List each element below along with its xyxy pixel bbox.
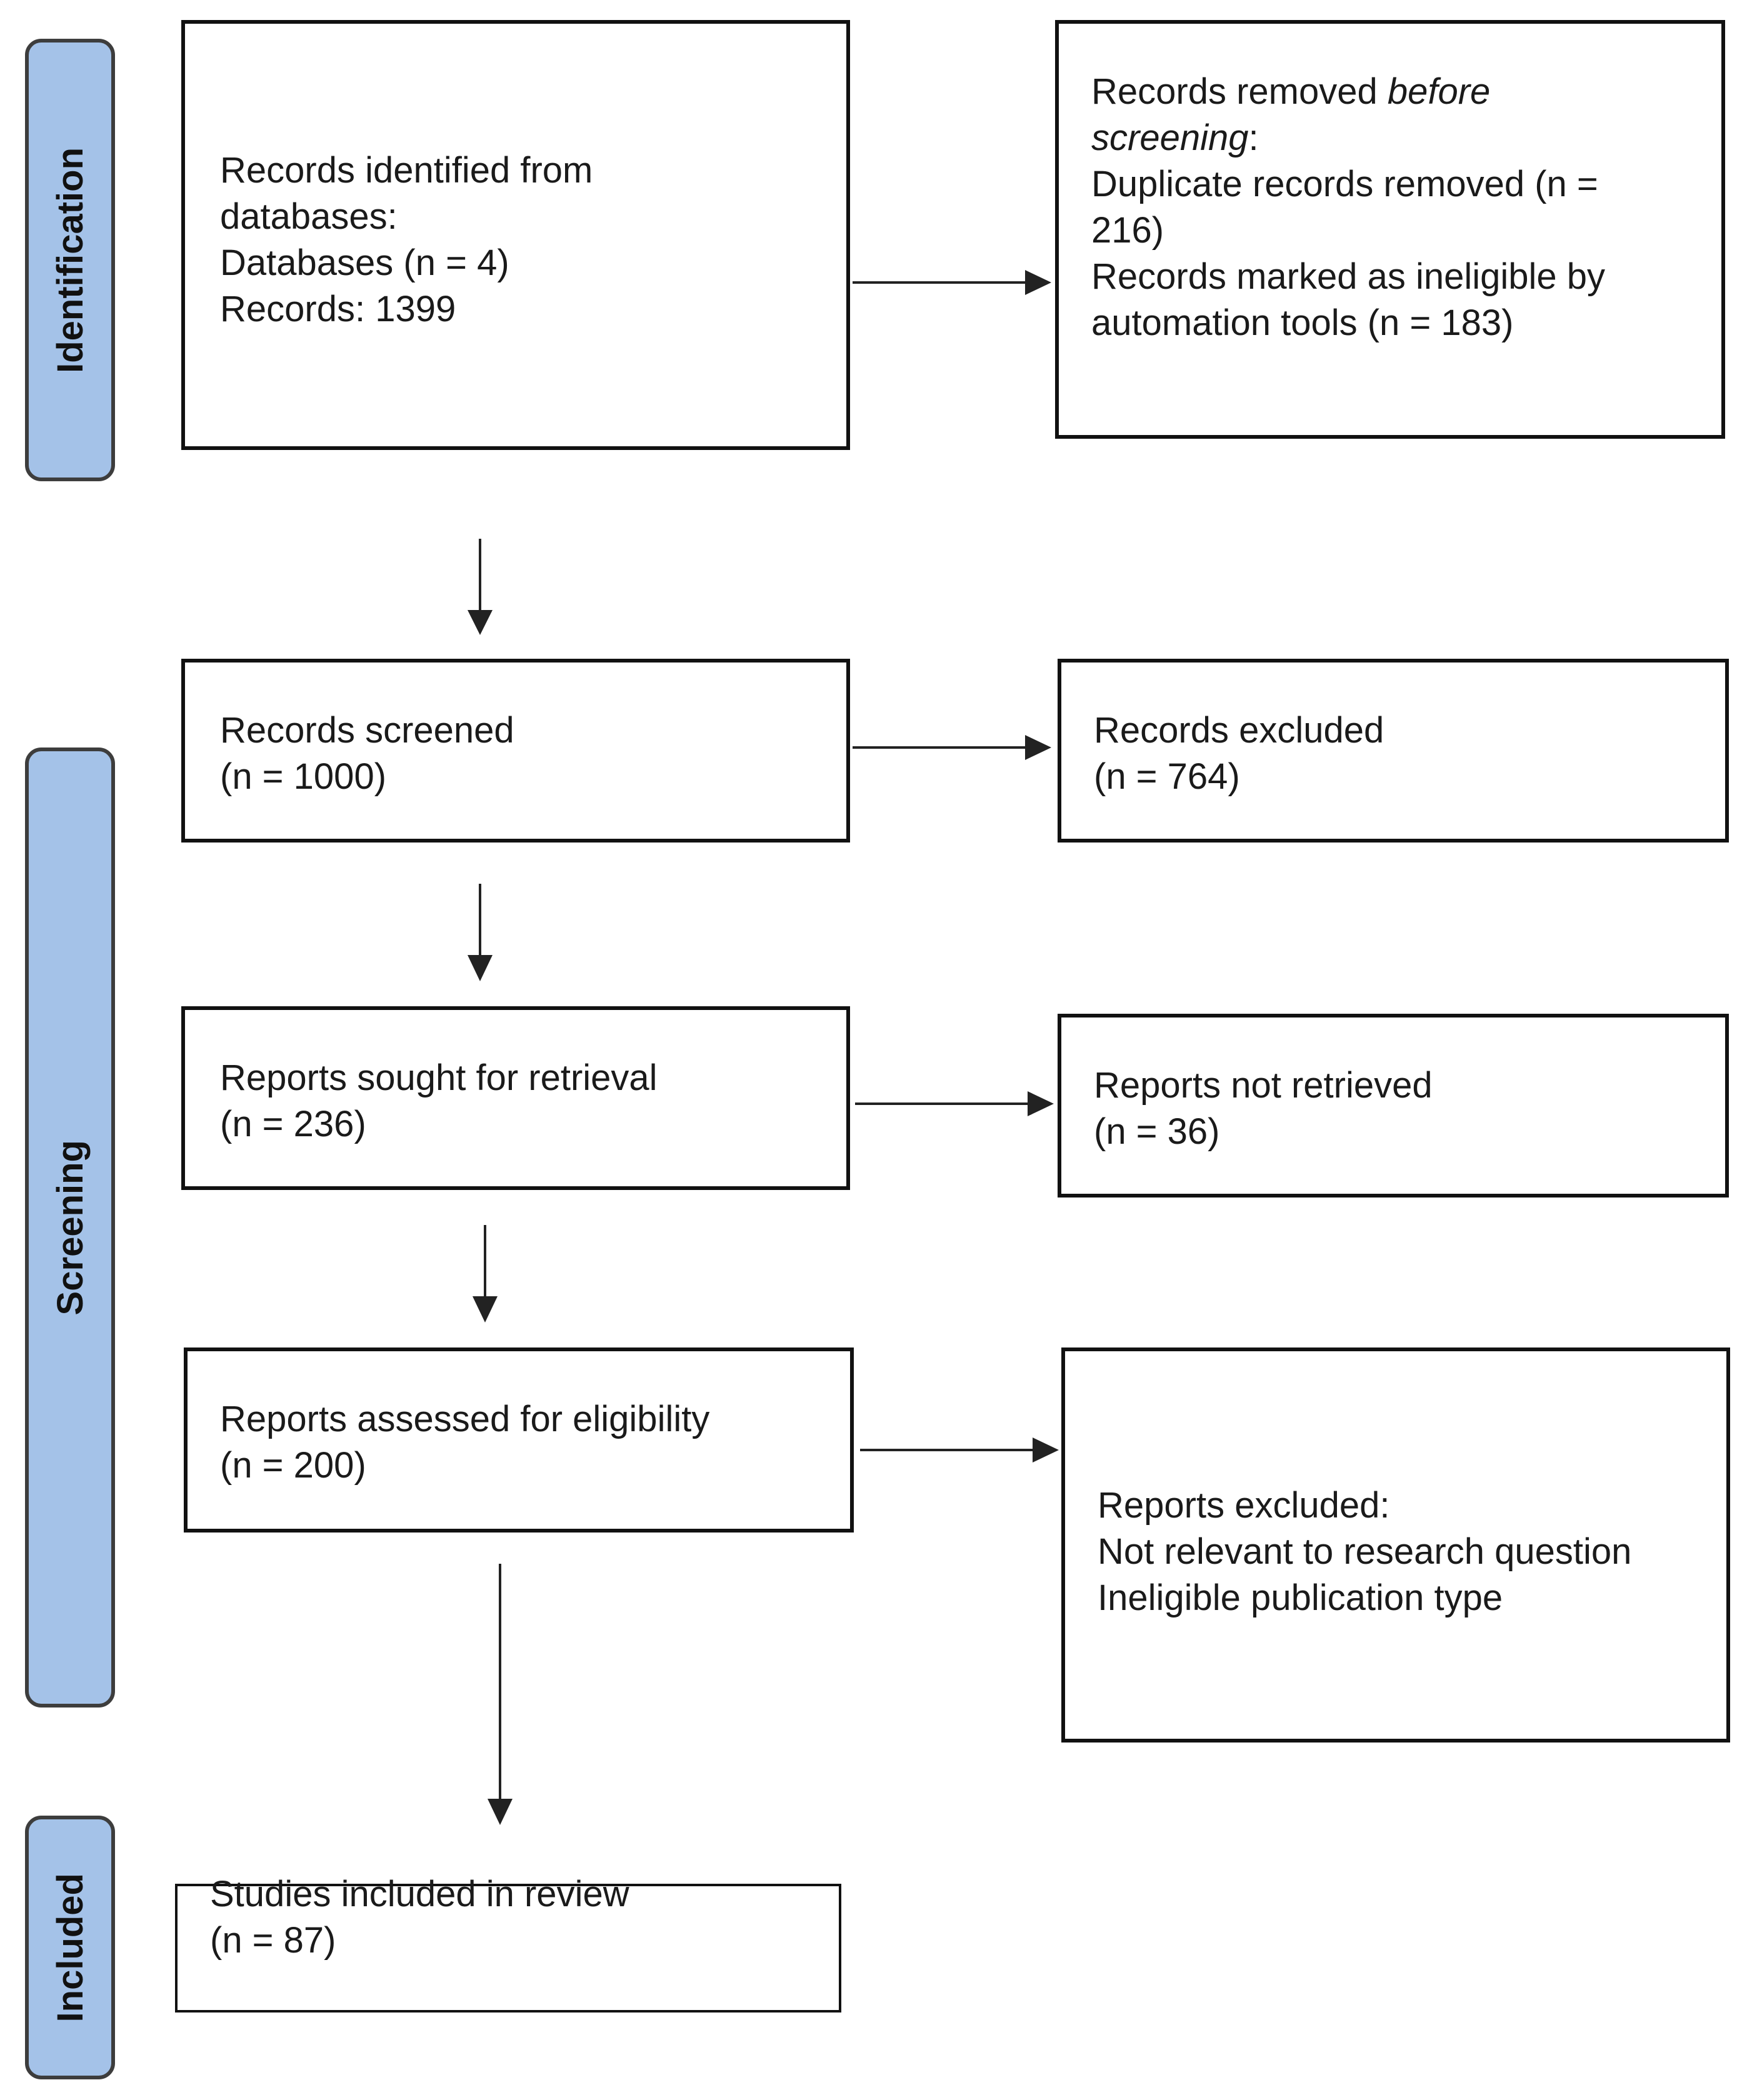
records-removed-heading: Records removed before [1091, 71, 1491, 112]
reports-excluded-line-2: Not relevant to research question [1098, 1531, 1632, 1572]
records-identified-line-1: Records identified from [220, 150, 593, 191]
studies-included-line-1: Studies included in review [210, 1874, 629, 1914]
arrowhead-assessed-to-excluded [1033, 1438, 1059, 1462]
records-removed-line-3: Records marked as ineligible by [1091, 256, 1606, 297]
records-excluded-line-1: Records excluded [1094, 710, 1384, 751]
records-excluded-box: Records excluded (n = 764) [1058, 659, 1729, 842]
arrowhead-screened-to-excluded [1025, 735, 1051, 760]
phase-screening: Screening [25, 748, 115, 1708]
phase-included: Included [25, 1816, 115, 2079]
records-screened-line-1: Records screened [220, 710, 514, 751]
arrowhead-screened-to-sought [468, 955, 493, 981]
records-removed-box: Records removed before screening: Duplic… [1055, 20, 1725, 439]
records-removed-line-4: automation tools (n = 183) [1091, 302, 1514, 343]
records-removed-heading-2: screening: [1091, 118, 1259, 158]
reports-assessed-line-2: (n = 200) [220, 1445, 366, 1486]
arrowhead-identified-to-removed [1025, 270, 1051, 295]
reports-not-retrieved-line-1: Reports not retrieved [1094, 1065, 1433, 1106]
records-screened-line-2: (n = 1000) [220, 756, 387, 797]
studies-included-box: Studies included in review (n = 87) [175, 1874, 841, 2012]
reports-excluded-line-1: Reports excluded: [1098, 1485, 1390, 1526]
records-screened-box: Records screened (n = 1000) [181, 659, 850, 842]
reports-sought-line-1: Reports sought for retrieval [220, 1058, 658, 1098]
records-identified-line-4: Records: 1399 [220, 289, 456, 329]
reports-assessed-line-1: Reports assessed for eligibility [220, 1399, 710, 1439]
reports-excluded-line-3: Ineligible publication type [1098, 1578, 1503, 1618]
arrowhead-sought-to-assessed [473, 1296, 498, 1322]
records-excluded-line-2: (n = 764) [1094, 756, 1240, 797]
reports-not-retrieved-box: Reports not retrieved (n = 36) [1058, 1014, 1729, 1198]
records-removed-line-2: 216) [1091, 210, 1164, 251]
arrowhead-sought-to-not-retrieved [1028, 1091, 1054, 1116]
reports-sought-box: Reports sought for retrieval (n = 236) [181, 1006, 850, 1190]
records-identified-line-2: databases: [220, 196, 398, 237]
reports-excluded-box: Reports excluded: Not relevant to resear… [1061, 1348, 1730, 1742]
records-identified-box: Records identified from databases: Datab… [181, 20, 850, 450]
studies-included-line-2: (n = 87) [210, 1920, 336, 1961]
records-removed-line-1: Duplicate records removed (n = [1091, 164, 1598, 204]
arrowhead-identified-to-screened [468, 610, 493, 635]
reports-not-retrieved-line-2: (n = 36) [1094, 1111, 1220, 1152]
reports-assessed-box: Reports assessed for eligibility (n = 20… [184, 1348, 854, 1532]
records-identified-line-3: Databases (n = 4) [220, 242, 509, 283]
phase-identification: Identification [25, 39, 115, 481]
arrowhead-assessed-to-included [488, 1799, 513, 1825]
reports-sought-line-2: (n = 236) [220, 1104, 366, 1144]
